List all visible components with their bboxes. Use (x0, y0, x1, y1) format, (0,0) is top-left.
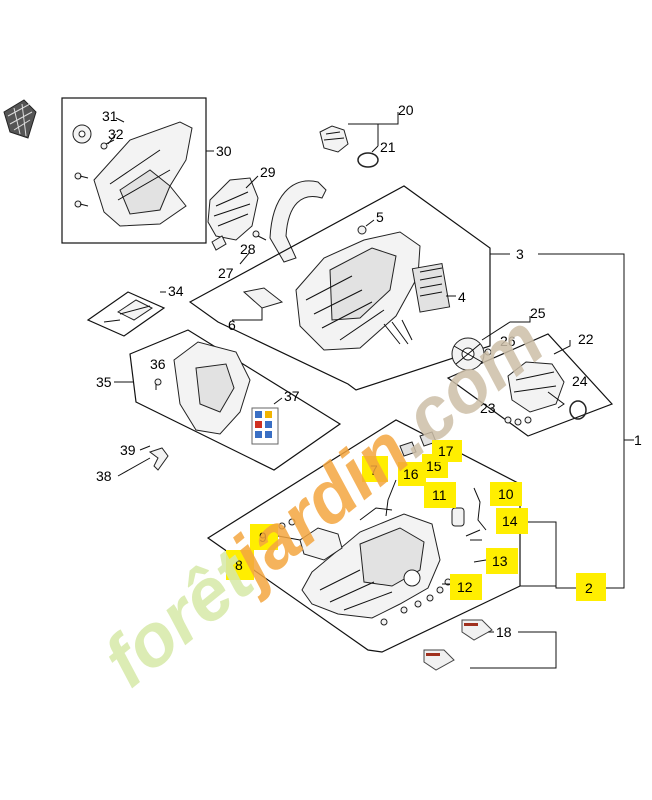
group-box-30 (61, 97, 207, 244)
label-20: 20 (398, 102, 414, 118)
group-box-35 (129, 329, 342, 471)
part-25-flywheel (451, 337, 485, 371)
label-27: 27 (218, 265, 234, 281)
part-16-plug (399, 441, 417, 457)
label-1: 1 (634, 432, 642, 448)
callout-9: 9 (250, 524, 278, 550)
screws-crankcase (278, 518, 452, 626)
svg-text:2: 2 (585, 580, 593, 596)
label-30: 30 (216, 143, 232, 159)
svg-text:17: 17 (438, 443, 454, 459)
label-24: 24 (572, 373, 588, 389)
part-22-crankshaft (507, 361, 565, 413)
svg-text:12: 12 (457, 579, 473, 595)
svg-text:11: 11 (432, 487, 447, 503)
callout-8: 8 (226, 550, 254, 580)
part-31-washer (72, 124, 92, 144)
callout-12: 12 (450, 574, 482, 600)
group-box-22 (446, 333, 614, 437)
screws-30 (74, 172, 89, 208)
part-35-side-cover (173, 341, 251, 435)
part-34-spring (103, 299, 153, 323)
label-39: 39 (120, 442, 136, 458)
svg-text:14: 14 (502, 513, 518, 529)
callout-17: 17 (432, 440, 462, 462)
label-37: 37 (284, 388, 300, 404)
label-36: 36 (150, 356, 166, 372)
part-29-fan-cover (207, 177, 259, 241)
svg-text:10: 10 (498, 486, 514, 502)
label-22: 22 (578, 331, 594, 347)
label-18: 18 (496, 624, 512, 640)
label-5: 5 (376, 209, 384, 225)
grid-net-icon (3, 99, 37, 139)
label-4: 4 (458, 289, 466, 305)
svg-text:16: 16 (403, 466, 419, 482)
label-26: 26 (500, 333, 516, 349)
part-4-ignition-module (383, 262, 451, 345)
part-11-filter (451, 507, 465, 527)
part-2-crankcase (301, 513, 441, 619)
group-box-3 (188, 185, 491, 391)
callout-2: 2 (576, 573, 606, 601)
svg-text:13: 13 (492, 553, 508, 569)
part-24-ring (569, 400, 587, 420)
part-28-screw (252, 230, 267, 241)
label-32: 32 (108, 126, 124, 142)
svg-text:9: 9 (259, 529, 267, 545)
part-32-screw (100, 139, 115, 150)
part-3-shroud (295, 231, 421, 351)
label-38: 38 (96, 468, 112, 484)
part-27-clip (211, 235, 227, 251)
part-handle-bar (269, 180, 327, 263)
label-3: 3 (516, 246, 524, 262)
label-25: 25 (530, 305, 546, 321)
label-6: 6 (228, 317, 236, 333)
label-31: 31 (102, 108, 118, 124)
part-5-nut (357, 225, 367, 235)
svg-text:8: 8 (235, 557, 243, 573)
part-hose (359, 479, 487, 537)
callout-7: 7 (362, 456, 388, 482)
callout-11: 11 (424, 482, 456, 508)
part-9-bracket (299, 527, 343, 561)
part-21-o-ring (357, 152, 379, 168)
part-26-nut (484, 348, 492, 356)
part-37-warning-label (251, 407, 279, 445)
label-23: 23 (480, 400, 496, 416)
group-box-34 (86, 291, 166, 337)
part-23-screws (504, 416, 532, 426)
callout-14: 14 (496, 508, 528, 534)
svg-text:7: 7 (370, 462, 378, 478)
part-30-cover (93, 121, 193, 227)
callout-13: 13 (486, 548, 518, 574)
label-28: 28 (240, 241, 256, 257)
label-34: 34 (168, 283, 184, 299)
callout-10: 10 (490, 482, 522, 506)
label-35: 35 (96, 374, 112, 390)
label-29: 29 (260, 164, 276, 180)
part-18-decals (423, 619, 493, 671)
label-21: 21 (380, 139, 396, 155)
part-6-bracket (232, 287, 284, 321)
part-20-knob (319, 125, 349, 153)
part-36-screw (154, 378, 162, 390)
callout-16: 16 (398, 462, 426, 486)
part-38-throttle (148, 447, 169, 471)
